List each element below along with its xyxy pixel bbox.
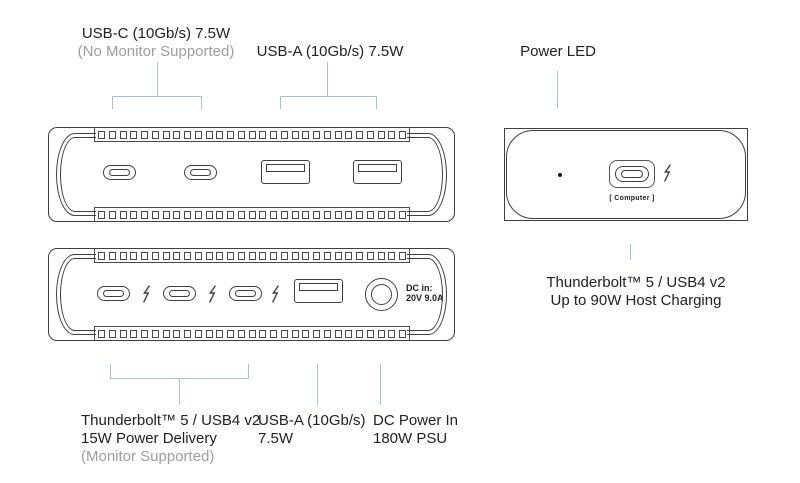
thunderbolt-ports-panel: DC in: 20V 9.0A xyxy=(48,248,455,341)
host-charging-label: Thunderbolt™ 5 / USB4 v2 Up to 90W Host … xyxy=(516,274,756,310)
dc-leader-line xyxy=(380,364,381,405)
dc-power-label: DC Power In 180W PSU xyxy=(373,412,458,448)
usba-bottom-label: USB-A (10Gb/s) 7.5W xyxy=(258,412,366,448)
usb-c-port-icon xyxy=(103,165,136,180)
panel-endcap-right xyxy=(407,133,447,216)
thunderbolt-ports-label: Thunderbolt™ 5 / USB4 v2 15W Power Deliv… xyxy=(81,412,260,466)
vent-grille-top xyxy=(94,128,410,142)
usbc-ports-label-line1: USB-C (10Gb/s) 7.5W xyxy=(81,25,231,42)
vent-grille-top xyxy=(94,249,410,263)
vent-grille-bottom xyxy=(94,207,410,221)
power-led-label: Power LED xyxy=(520,43,596,60)
thunderbolt-port-icon xyxy=(97,286,130,301)
usb-a-port-icon xyxy=(294,279,343,303)
thunderbolt-ports-label-line1: Thunderbolt™ 5 / USB4 v2 xyxy=(81,412,261,429)
usba-bottom-label-line2: 7.5W xyxy=(258,430,294,447)
lightning-bolt-icon xyxy=(141,285,152,303)
usbc-leader-bracket xyxy=(112,96,202,109)
thunderbolt-leader-stem xyxy=(179,378,180,405)
usba-ports-label: USB-A (10Gb/s) 7.5W xyxy=(256,43,404,60)
power-led-dot xyxy=(558,173,562,177)
thunderbolt-ports-label-line3: (Monitor Supported) xyxy=(81,448,215,465)
host-leader-line xyxy=(630,244,631,260)
panel-endcap-left xyxy=(56,133,96,216)
lightning-bolt-icon xyxy=(270,285,281,303)
dc-jack-icon xyxy=(365,278,398,311)
host-charging-label-line2: Up to 90W Host Charging xyxy=(550,292,722,309)
dc-power-label-line1: DC Power In xyxy=(373,412,459,429)
usba-bottom-leader-line xyxy=(317,364,318,405)
lightning-bolt-icon xyxy=(207,285,218,303)
power-led-leader-line xyxy=(557,71,558,108)
computer-port-label: [ Computer ] xyxy=(609,195,655,202)
usbc-ports-label-line2: (No Monitor Supported) xyxy=(77,43,235,60)
usb-ports-panel xyxy=(48,127,455,222)
thunderbolt-port-icon xyxy=(229,286,262,301)
lightning-bolt-icon xyxy=(662,164,673,182)
dc-power-label-line2: 180W PSU xyxy=(373,430,448,447)
dc-in-label-line2: 20V 9.0A xyxy=(406,293,444,303)
usbc-ports-label: USB-C (10Gb/s) 7.5W (No Monitor Supporte… xyxy=(56,25,256,61)
thunderbolt-leader-bracket xyxy=(110,364,249,379)
usba-leader-bracket xyxy=(280,96,377,109)
panel-endcap-left xyxy=(56,254,96,335)
host-panel: [ Computer ] xyxy=(504,128,748,221)
host-panel-inner-outline xyxy=(506,130,746,219)
usbc-leader-stem xyxy=(157,62,158,96)
host-thunderbolt-port-icon xyxy=(609,160,655,188)
usb-c-port-icon xyxy=(615,166,649,182)
dc-in-label-line1: DC in: xyxy=(406,283,433,293)
dc-in-rating-label: DC in: 20V 9.0A xyxy=(406,283,444,303)
usba-bottom-label-line1: USB-A (10Gb/s) xyxy=(258,412,366,429)
usb-a-port-icon xyxy=(261,160,310,184)
thunderbolt-port-icon xyxy=(163,286,196,301)
host-charging-label-line1: Thunderbolt™ 5 / USB4 v2 xyxy=(546,274,726,291)
usb-a-port-icon xyxy=(353,160,402,184)
thunderbolt-ports-label-line2: 15W Power Delivery xyxy=(81,430,217,447)
panel-endcap-right xyxy=(407,254,447,335)
usb-c-port-icon xyxy=(184,165,217,180)
usba-leader-stem xyxy=(327,62,328,96)
vent-grille-bottom xyxy=(94,326,410,340)
